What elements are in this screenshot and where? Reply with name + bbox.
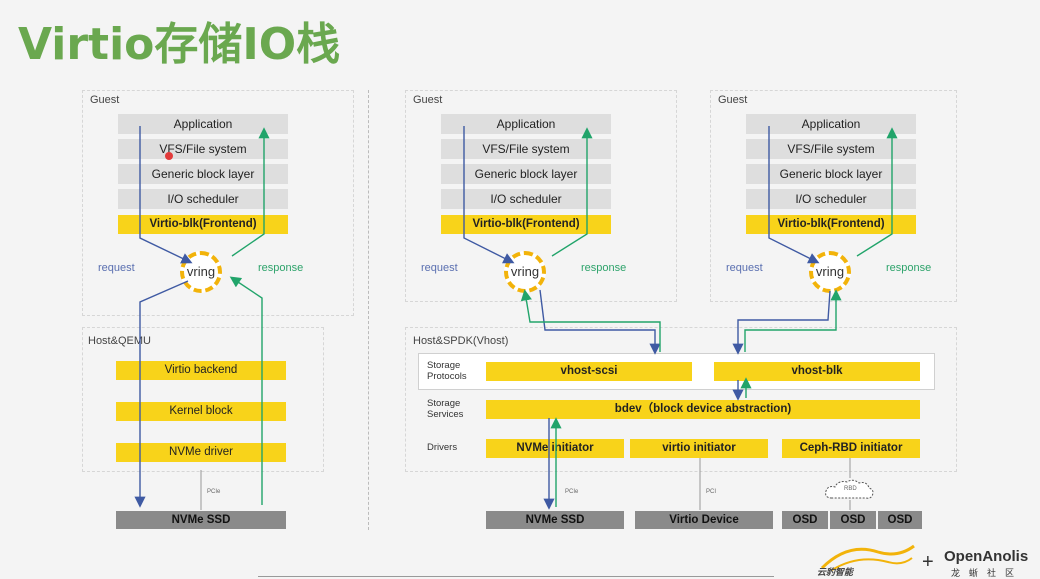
yunbao-logo-icon [820, 544, 915, 571]
left-kernel-block: Kernel block [116, 402, 286, 421]
logo-plus: + [922, 551, 934, 573]
drivers-label: Drivers [427, 442, 458, 453]
guest-a-response-label: response [581, 262, 627, 274]
left-request-arrows [134, 126, 193, 508]
virtio-device: Virtio Device [635, 511, 773, 529]
guest-b-frontend: Virtio-blk(Frontend) [746, 215, 916, 234]
left-virtio-backend: Virtio backend [116, 361, 286, 380]
ceph-initiator-box: Ceph-RBD initiator [782, 439, 920, 458]
left-response-label: response [258, 262, 304, 274]
left-frontend: Virtio-blk(Frontend) [118, 215, 288, 234]
left-host-label: Host&QEMU [88, 335, 151, 347]
left-nvme-driver: NVMe driver [116, 443, 286, 462]
guest-a-label: Guest [413, 94, 443, 106]
guest-a-block-layer: Generic block layer [441, 164, 611, 184]
openanolis-logo: OpenAnolis [944, 548, 1029, 565]
guest-a-frontend: Virtio-blk(Frontend) [441, 215, 611, 234]
spdk-pcie-label: PCIe [565, 489, 579, 495]
guest-a-request-label: request [421, 262, 458, 274]
storage-services-label: Storage Services [427, 398, 464, 420]
virtio-initiator-box: virtio initiator [630, 439, 768, 458]
left-stack-vfs: VFS/File system [118, 139, 288, 159]
osd-box-3: OSD [878, 511, 922, 529]
left-guest-frame [82, 90, 354, 316]
vhost-scsi-box: vhost-scsi [486, 362, 692, 381]
left-response-arrows [229, 127, 270, 505]
guest-b-io-scheduler: I/O scheduler [746, 189, 916, 209]
spdk-host-frame [405, 327, 957, 472]
spdk-nvme-ssd: NVMe SSD [486, 511, 624, 529]
guest-b-block-layer: Generic block layer [746, 164, 916, 184]
guest-a-io-scheduler: I/O scheduler [441, 189, 611, 209]
spdk-pci-label: PCI [706, 489, 717, 495]
rbd-label: RBD [844, 486, 857, 492]
guest-a-vfs: VFS/File system [441, 139, 611, 159]
left-pcie-label: PCIe [207, 489, 221, 495]
osd-box-1: OSD [782, 511, 828, 529]
guest-b-vfs: VFS/File system [746, 139, 916, 159]
left-stack-application: Application [118, 114, 288, 134]
guest-b-frame [710, 90, 957, 302]
openanolis-sub: 龙蜥社区 [951, 568, 1024, 578]
left-host-frame [82, 327, 324, 472]
guest-b-label: Guest [718, 94, 748, 106]
storage-protocols-label: Storage Protocols [427, 360, 467, 382]
bottom-rule [258, 576, 774, 577]
guest-a-application: Application [441, 114, 611, 134]
vhost-blk-box: vhost-blk [714, 362, 920, 381]
left-stack-io-scheduler: I/O scheduler [118, 189, 288, 209]
yunbao-logo-text: 云豹智能 [817, 567, 854, 577]
left-stack-block-layer: Generic block layer [118, 164, 288, 184]
left-guest-label: Guest [90, 94, 120, 106]
spdk-host-label: Host&SPDK(Vhost) [413, 335, 509, 347]
cloud-icon [825, 479, 874, 499]
page-title: Virtio存储IO栈 [18, 19, 341, 70]
guest-b-request-label: request [726, 262, 763, 274]
guest-b-response-label: response [886, 262, 932, 274]
bdev-box: bdev（block device abstraction) [486, 400, 920, 419]
osd-box-2: OSD [830, 511, 876, 529]
nvme-initiator-box: NVMe initiator [486, 439, 624, 458]
left-request-label: request [98, 262, 135, 274]
cursor-dot [165, 152, 173, 160]
left-nvme-ssd: NVMe SSD [116, 511, 286, 529]
section-divider [368, 90, 369, 530]
guest-b-application: Application [746, 114, 916, 134]
